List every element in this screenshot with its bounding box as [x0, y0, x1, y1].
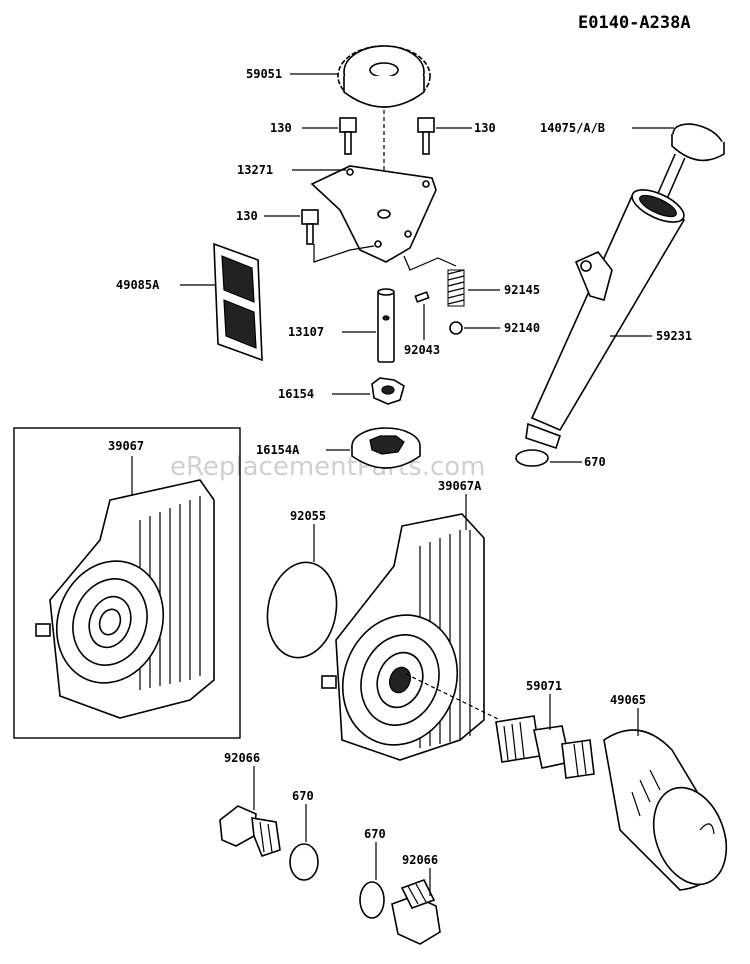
bolt-130-left[interactable]	[339, 117, 357, 155]
bolt-130-lower[interactable]	[301, 209, 319, 245]
label-130-c: 130	[236, 209, 258, 223]
label-92066-a: 92066	[224, 751, 260, 765]
label-92055: 92055	[290, 509, 326, 523]
nipple-59071[interactable]	[495, 715, 595, 779]
plug-92066-left[interactable]	[219, 805, 281, 857]
gear-59051[interactable]	[337, 45, 431, 108]
case-39067A[interactable]	[321, 513, 485, 761]
ball-92140[interactable]	[449, 321, 463, 335]
label-13271: 13271	[237, 163, 273, 177]
label-16154: 16154	[278, 387, 314, 401]
o-ring-670-tube[interactable]	[515, 449, 549, 467]
label-39067A: 39067A	[438, 479, 482, 493]
label-49065: 49065	[610, 693, 646, 707]
o-ring-670-left[interactable]	[289, 843, 319, 881]
label-670-b: 670	[292, 789, 314, 803]
plate-13271[interactable]	[310, 165, 437, 263]
gasket-92055[interactable]	[260, 557, 344, 663]
inset-frame	[13, 427, 241, 739]
label-59231: 59231	[656, 329, 692, 343]
label-130-a: 130	[270, 121, 292, 135]
label-49085A: 49085A	[116, 278, 160, 292]
label-670-c: 670	[364, 827, 386, 841]
shaft-13107[interactable]	[377, 288, 395, 363]
pin-92043[interactable]	[414, 291, 430, 303]
inner-rotor-16154[interactable]	[371, 377, 405, 405]
o-ring-670-bottom[interactable]	[359, 881, 385, 919]
label-92140: 92140	[504, 321, 540, 335]
label-92145: 92145	[504, 283, 540, 297]
label-59051: 59051	[246, 67, 282, 81]
filter-49065[interactable]	[603, 729, 739, 895]
watermark: eReplacementParts.com	[170, 452, 486, 482]
case-39067[interactable]	[35, 479, 215, 719]
outer-rotor-16154A[interactable]	[351, 427, 421, 469]
label-13107: 13107	[288, 325, 324, 339]
filler-tube-59231[interactable]	[525, 183, 688, 450]
label-92066-b: 92066	[402, 853, 438, 867]
label-14075: 14075/A/B	[540, 121, 605, 135]
label-16154A: 16154A	[256, 443, 300, 457]
label-130-b: 130	[474, 121, 496, 135]
label-92043: 92043	[404, 343, 440, 357]
label-39067: 39067	[108, 439, 144, 453]
diagram-code: E0140-A238A	[578, 13, 691, 33]
plug-92066-right[interactable]	[391, 879, 441, 945]
screen-49085A[interactable]	[213, 242, 263, 362]
label-670-a: 670	[584, 455, 606, 469]
bolt-130-right[interactable]	[417, 117, 435, 155]
label-59071: 59071	[526, 679, 562, 693]
spring-92145[interactable]	[447, 269, 465, 307]
